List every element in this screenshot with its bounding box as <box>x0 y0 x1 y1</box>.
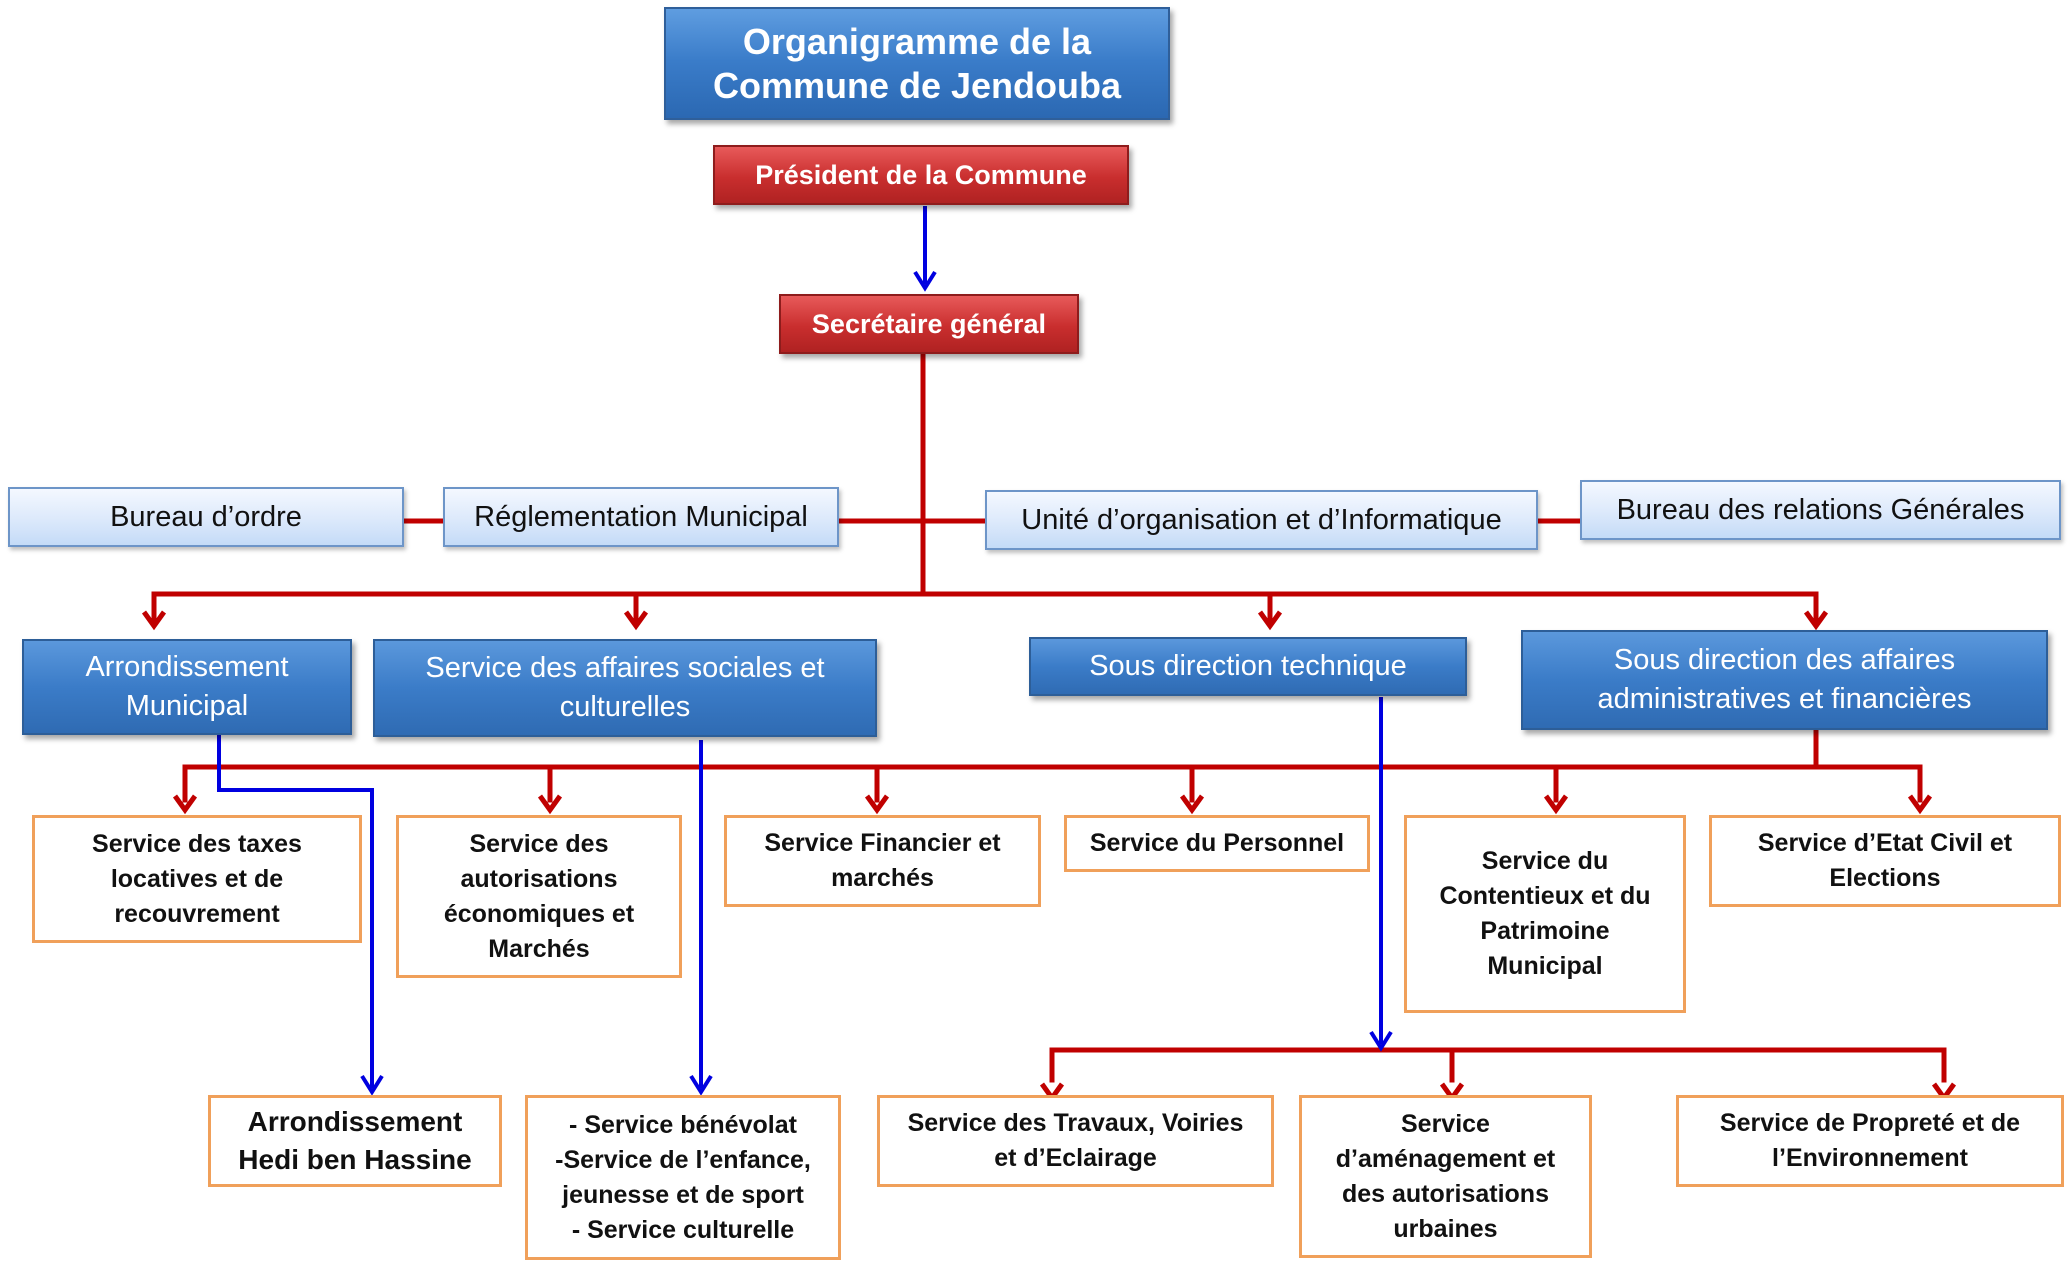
staff-unit-label: Réglementation Municipal <box>474 500 808 533</box>
service-label: Service d’Etat Civil et Elections <box>1757 829 2013 892</box>
division-label: Arrondissement Municipal <box>85 651 289 722</box>
division-label: Sous direction technique <box>1089 650 1407 682</box>
service-label: Service des autorisations économiques et… <box>443 829 635 963</box>
sub-unit-proprete: Service de Propreté et de l’Environnemen… <box>1676 1095 2064 1187</box>
staff-unit-label: Unité d’organisation et d’Informatique <box>1021 503 1502 536</box>
sub-unit-label: Service des Travaux, Voiries et d’Eclair… <box>907 1109 1244 1172</box>
staff-unit-informatique: Unité d’organisation et d’Informatique <box>985 490 1538 550</box>
service-personnel: Service du Personnel <box>1064 815 1370 872</box>
division-label: Sous direction des affaires administrati… <box>1597 644 1972 715</box>
sub-unit-label: - Service bénévolat -Service de l’enfanc… <box>555 1110 811 1244</box>
sub-unit-label: Arrondissement Hedi ben Hassine <box>238 1106 472 1175</box>
division-arrondissement: Arrondissement Municipal <box>22 639 352 735</box>
staff-unit-bureau-ordre: Bureau d’ordre <box>8 487 404 547</box>
service-label: Service des taxes locatives et de recouv… <box>92 829 302 928</box>
secretaire-box: Secrétaire général <box>779 294 1079 354</box>
service-label: Service du Personnel <box>1089 829 1345 857</box>
service-contentieux: Service du Contentieux et du Patrimoine … <box>1404 815 1686 1013</box>
service-label: Service Financier et marchés <box>764 829 1001 892</box>
chart-title: Organigramme de la Commune de Jendouba <box>664 7 1170 120</box>
sub-unit-amenagement: Service d’aménagement et des autorisatio… <box>1299 1095 1592 1258</box>
staff-unit-reglementation: Réglementation Municipal <box>443 487 839 547</box>
president-label: Président de la Commune <box>755 159 1087 190</box>
service-autorisations-economiques: Service des autorisations économiques et… <box>396 815 682 978</box>
sub-unit-services-sociaux: - Service bénévolat -Service de l’enfanc… <box>525 1095 841 1260</box>
staff-unit-label: Bureau des relations Générales <box>1616 493 2025 526</box>
division-affaires-sociales: Service des affaires sociales et culture… <box>373 639 877 737</box>
service-taxes: Service des taxes locatives et de recouv… <box>32 815 362 943</box>
division-technique: Sous direction technique <box>1029 637 1467 696</box>
president-box: Président de la Commune <box>713 145 1129 205</box>
service-financier: Service Financier et marchés <box>724 815 1041 907</box>
staff-unit-label: Bureau d’ordre <box>110 500 302 533</box>
sub-unit-hedi-ben-hassine: Arrondissement Hedi ben Hassine <box>208 1095 502 1187</box>
division-label: Service des affaires sociales et culture… <box>425 652 825 723</box>
sub-unit-label: Service d’aménagement et des autorisatio… <box>1335 1109 1556 1243</box>
sub-unit-travaux: Service des Travaux, Voiries et d’Eclair… <box>877 1095 1274 1187</box>
chart-title-text: Organigramme de la Commune de Jendouba <box>712 20 1122 106</box>
service-etat-civil: Service d’Etat Civil et Elections <box>1709 815 2061 907</box>
staff-unit-relations: Bureau des relations Générales <box>1580 480 2061 540</box>
sub-unit-label: Service de Propreté et de l’Environnemen… <box>1719 1109 2021 1172</box>
division-administratives: Sous direction des affaires administrati… <box>1521 630 2048 730</box>
secretaire-label: Secrétaire général <box>811 308 1047 339</box>
service-label: Service du Contentieux et du Patrimoine … <box>1439 847 1651 980</box>
